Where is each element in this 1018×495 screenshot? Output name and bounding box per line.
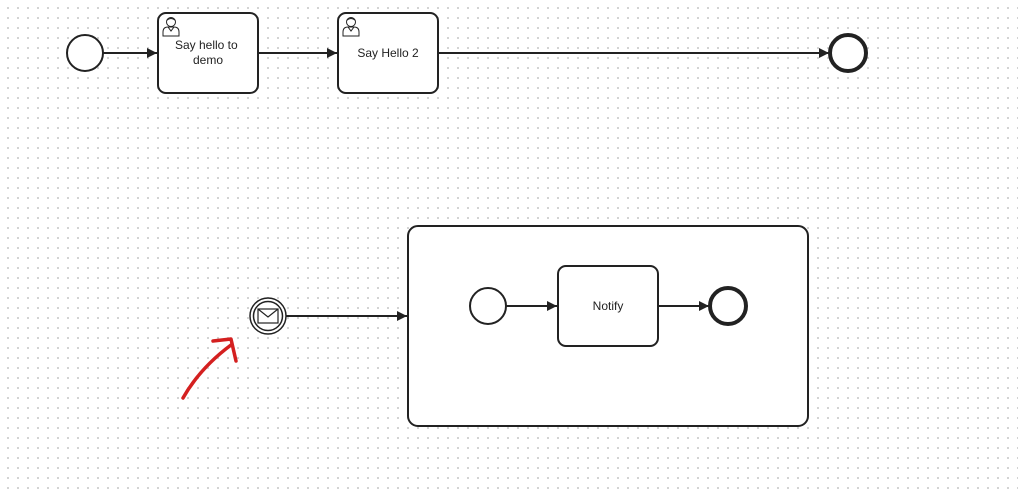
task-label-line-2: demo: [193, 53, 223, 67]
subprocess-end-event[interactable]: [708, 286, 748, 326]
user-icon: [342, 17, 360, 37]
red-arrow-annotation: [181, 337, 238, 400]
task-label: Say Hello 2: [357, 46, 419, 60]
user-icon: [162, 17, 180, 37]
subprocess[interactable]: Notify: [407, 225, 809, 427]
message-start-event[interactable]: [249, 297, 287, 335]
task-notify[interactable]: Notify: [557, 265, 659, 347]
task-say-hello-to-demo[interactable]: Say hello to demo: [157, 12, 259, 94]
end-event[interactable]: [828, 33, 868, 73]
subprocess-start-event[interactable]: [469, 287, 507, 325]
task-label: Notify: [593, 299, 624, 313]
start-event[interactable]: [66, 34, 104, 72]
task-say-hello-2[interactable]: Say Hello 2: [337, 12, 439, 94]
envelope-icon: [257, 308, 279, 324]
svg-text:Say hello to demo: Say hello to demo: [175, 38, 241, 67]
task-label-line-1: Say hello to: [175, 38, 238, 52]
